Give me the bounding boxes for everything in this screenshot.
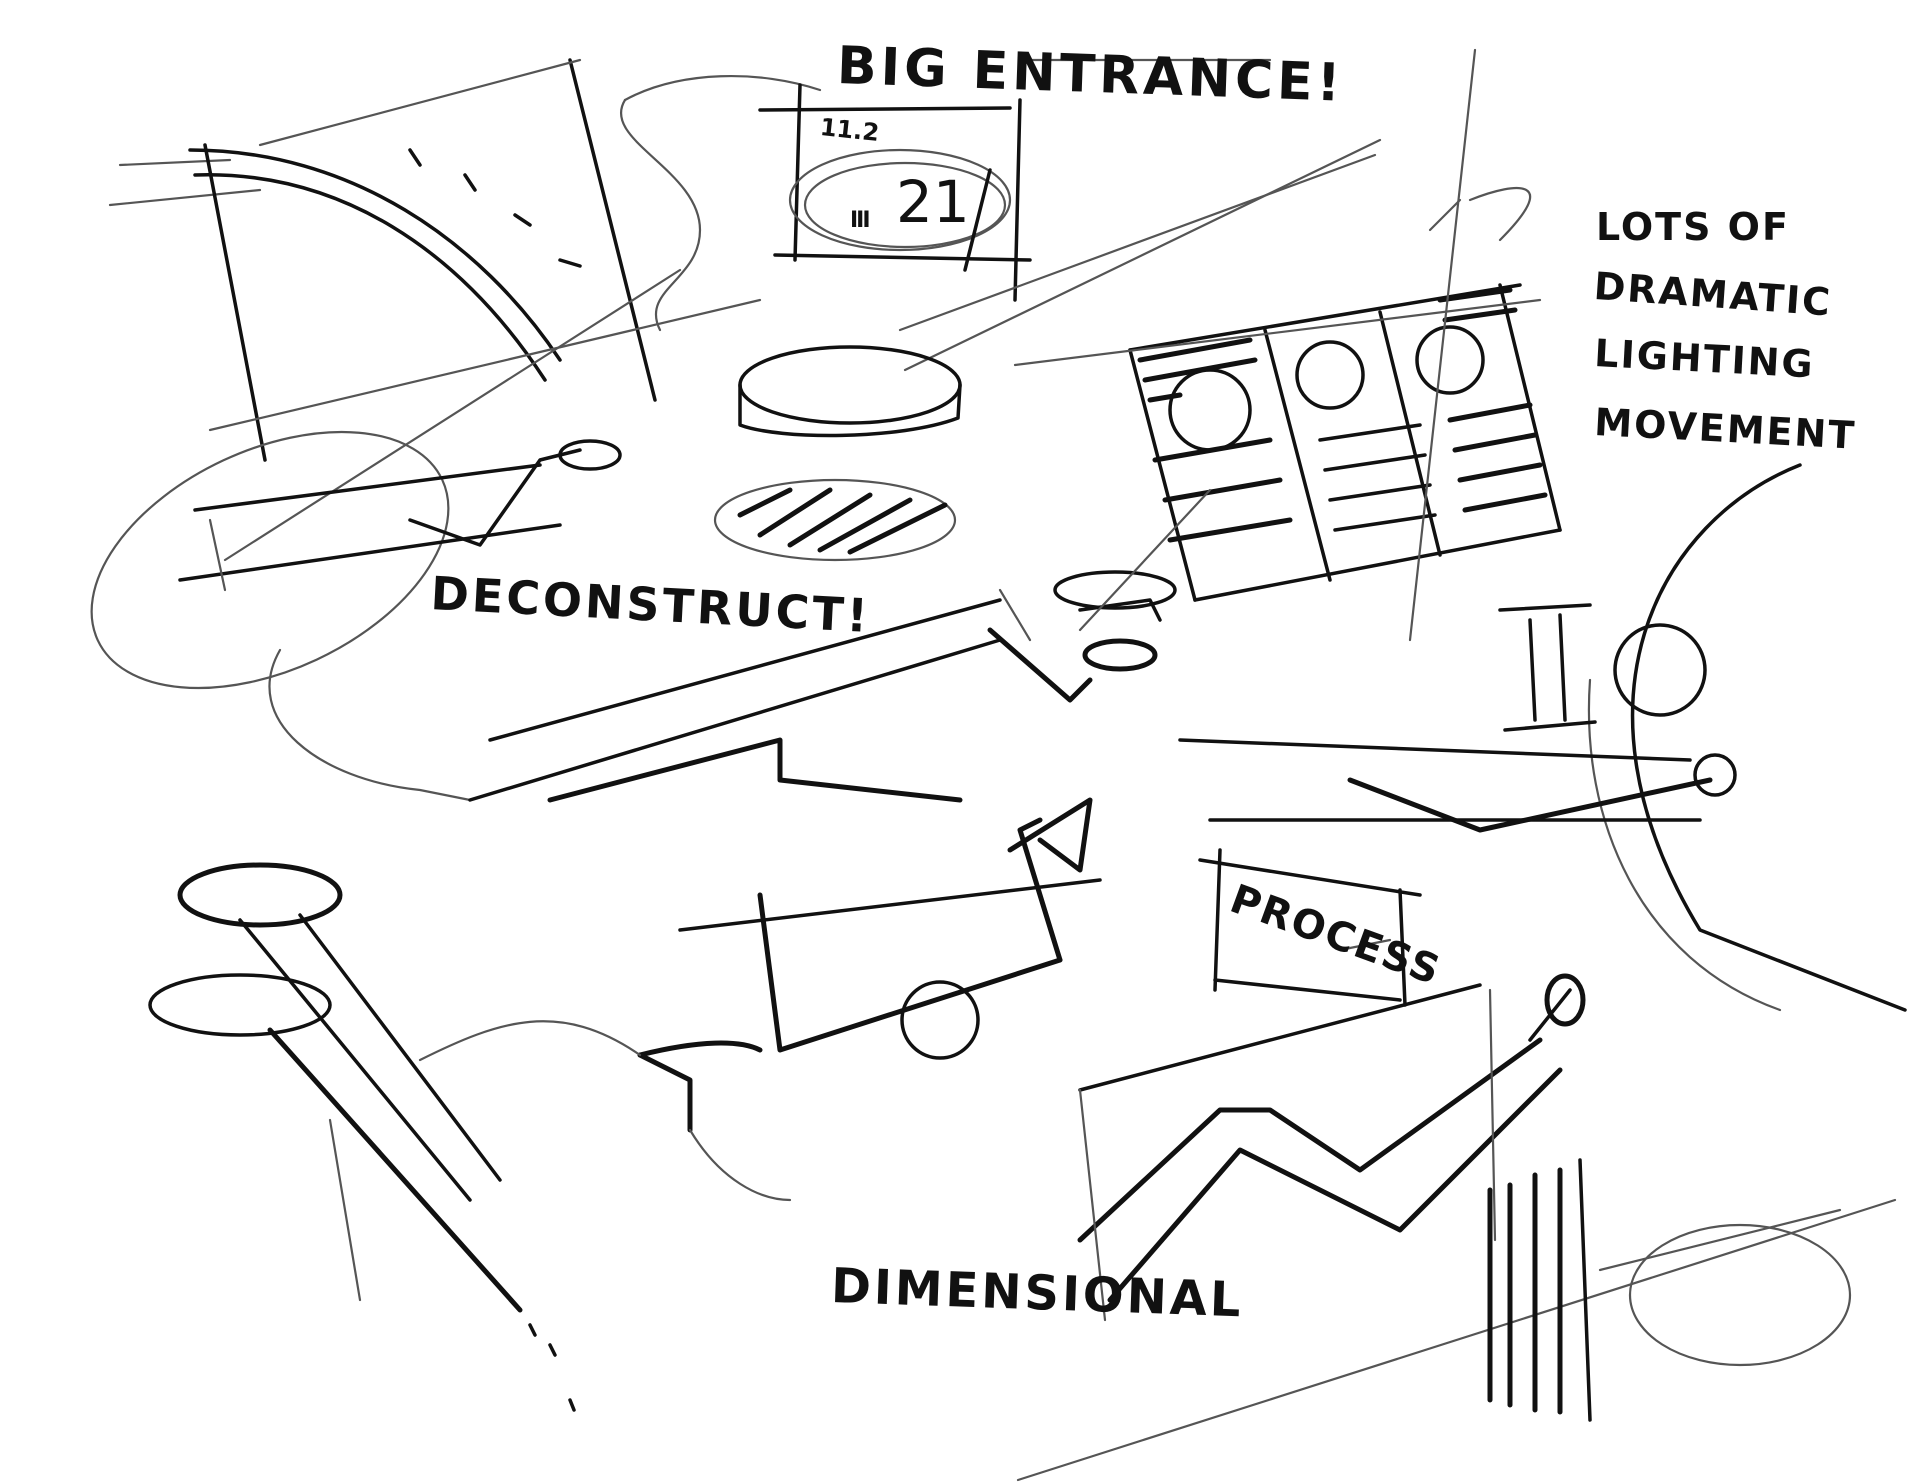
podium-discs-sketch xyxy=(713,345,962,562)
arrow-building-sketch xyxy=(418,797,1102,1202)
lighting-line-1: LOTS OF xyxy=(1596,205,1790,249)
centre-stair-sketch xyxy=(468,488,1212,803)
lighting-line-2: DRAMATIC xyxy=(1592,263,1834,325)
dimensional-annotation: DIMENSIONAL xyxy=(830,1258,1245,1329)
lighting-line-3: LIGHTING xyxy=(1593,330,1816,387)
left-ramp-sketch xyxy=(148,862,576,1412)
sign-tick-marks: III xyxy=(850,208,871,233)
process-sign-sketch xyxy=(1198,848,1422,1007)
lighting-annotation: LOTS OF DRAMATIC LIGHTING MOVEMENT xyxy=(1592,198,1858,457)
entrance-sign-sketch xyxy=(758,58,1382,372)
dimensional-stair-sketch xyxy=(1016,973,1897,1482)
lighting-panels-sketch xyxy=(1013,48,1562,642)
sign-number: 21 xyxy=(896,168,970,236)
arched-portal-sketch xyxy=(108,58,822,562)
bollards-disc-sketch xyxy=(1487,1158,1852,1422)
sign-small-label: 11.2 xyxy=(818,112,881,148)
deconstruct-stair-sketch xyxy=(90,430,622,802)
right-rail-sketch xyxy=(1178,463,1907,1012)
